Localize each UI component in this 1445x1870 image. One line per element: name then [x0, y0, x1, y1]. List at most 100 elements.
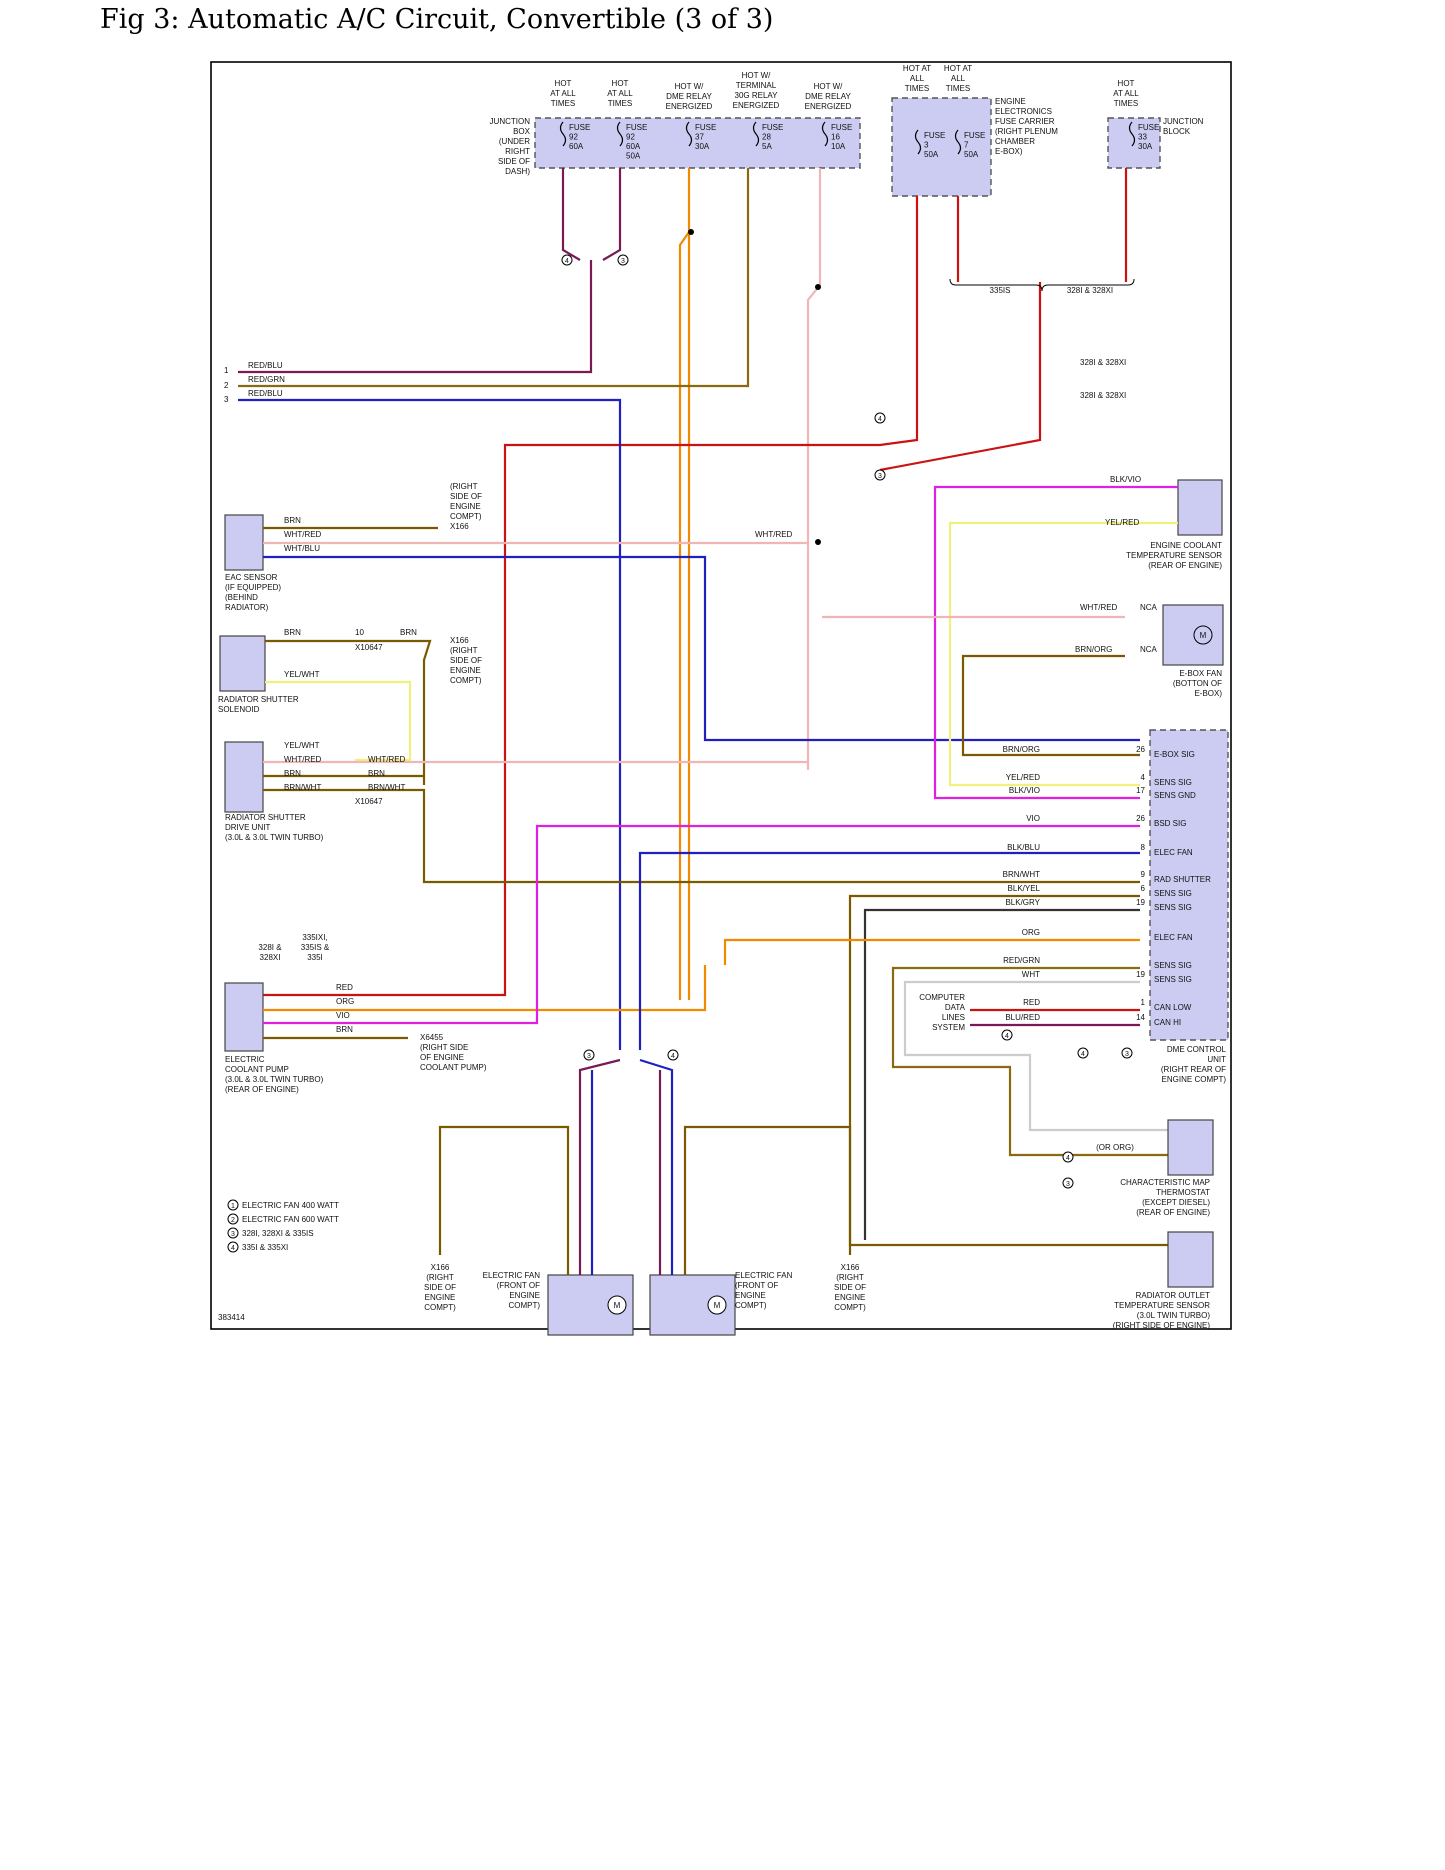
fuse-header-0-line: HOT: [555, 79, 572, 88]
wire-label: BRN: [368, 769, 385, 778]
outlet-temp-sensor-label-line: (3.0L TWIN TURBO): [1137, 1311, 1211, 1320]
x166-left-ground-label-line: SIDE OF: [424, 1283, 456, 1292]
outlet-temp-sensor-label-line: (RIGHT SIDE OF ENGINE): [1113, 1321, 1211, 1330]
x6455-label-line: X6455: [420, 1033, 444, 1042]
wire-blkgry: [863, 908, 1140, 1240]
x166-right-ground-label-line: X166: [841, 1263, 860, 1272]
fuse-header-1-line: AT ALL: [607, 89, 633, 98]
variant-328-b: 328I & 328XI: [1080, 391, 1126, 400]
legend-text: 335I & 335XI: [242, 1243, 288, 1252]
dme-pin-number: 8: [1141, 843, 1146, 852]
dme-pin-label: SENS SIG: [1154, 903, 1192, 912]
splice-dot: [688, 229, 694, 235]
dme-wire-label: RED: [1023, 998, 1040, 1007]
dme-pin-label: BSD SIG: [1154, 819, 1186, 828]
x166-right-ground-label-line: ENGINE: [835, 1293, 866, 1302]
legend-marker: [227, 1213, 239, 1225]
wire-label: RED/BLU: [248, 389, 283, 398]
wire-label: WHT/RED: [368, 755, 406, 764]
dme-wire-label: RED/GRN: [1003, 956, 1040, 965]
motor-letter: M: [614, 1301, 621, 1310]
dme-pin-label: ELEC FAN: [1154, 848, 1193, 857]
map-thermostat-label-line: THERMOSTAT: [1156, 1188, 1210, 1197]
dme-pin-label: CAN LOW: [1154, 1003, 1192, 1012]
fuse-header-5-line: ALL: [910, 74, 925, 83]
note-marker-number: 3: [231, 1231, 235, 1238]
note-marker: [617, 254, 629, 266]
note-marker-number: 4: [1066, 1155, 1070, 1162]
wire-red-x60552: [879, 282, 1042, 472]
x166-mid-label-line: ENGINE: [450, 666, 481, 675]
note-marker-number: 3: [1066, 1181, 1070, 1188]
wire-redgrn: [238, 168, 750, 388]
junction-block-label-line: JUNCTION: [1163, 117, 1204, 126]
electric-coolant-pump-box: [224, 982, 264, 1052]
legend-marker: [227, 1199, 239, 1211]
fan-left-label-line: (FRONT OF: [497, 1281, 541, 1290]
ebox-fan-motor-icon: [1193, 625, 1213, 645]
fuse-label-0-line: 92: [569, 133, 578, 142]
x166-mid-label-line: X166: [450, 636, 469, 645]
wire-fan-right-blkblu: [639, 1058, 674, 1275]
wire-eac-whtblu: [263, 555, 1140, 742]
junction-box-label-line: BOX: [513, 127, 531, 136]
wire-label: BRN: [284, 628, 301, 637]
legend-text: ELECTRIC FAN 400 WATT: [242, 1201, 339, 1210]
fuse-header-3-line: ENERGIZED: [733, 101, 780, 110]
dme-label-line: ENGINE COMPT): [1162, 1075, 1227, 1084]
fuse-header-2-line: HOT W/: [675, 82, 705, 91]
coolant-temp-sensor-label-line: ENGINE COOLANT: [1150, 541, 1222, 550]
wire-label: RED/BLU: [248, 361, 283, 370]
fuse-label-4-line: 10A: [831, 142, 846, 151]
electric-coolant-pump-label-line: (REAR OF ENGINE): [225, 1085, 299, 1094]
map-thermostat-label-line: (EXCEPT DIESEL): [1142, 1198, 1210, 1207]
wire-blkyel: [848, 894, 1178, 1247]
wire-label: WHT/RED: [284, 530, 322, 539]
dme-pin-number: 19: [1136, 970, 1145, 979]
fan-right-motor-icon: [707, 1295, 727, 1315]
wire-label: WHT/RED: [284, 755, 322, 764]
wire-dme-org: [723, 938, 1140, 965]
radiator-shutter-solenoid-label-line: RADIATOR SHUTTER: [218, 695, 299, 704]
wire-fuse92a-redblu: [561, 168, 581, 261]
pin-label: 2: [224, 381, 229, 390]
fuse-header-2-line: DME RELAY: [666, 92, 712, 101]
variant-335is: 335IS: [990, 286, 1011, 295]
wire-whtred-dashed: [806, 168, 822, 770]
note-marker: [1062, 1177, 1074, 1189]
wire-pump-vio: [263, 824, 1140, 1025]
dme-pin-number: 6: [1141, 884, 1146, 893]
computer-data-lines-label-line: SYSTEM: [932, 1023, 965, 1032]
splice-dot: [815, 539, 821, 545]
fuse-label-7-line: FUSE: [1138, 123, 1159, 132]
fuse-header-7-line: AT ALL: [1113, 89, 1139, 98]
fuse-header-5-line: TIMES: [905, 84, 929, 93]
dme-wire-label: BLK/GRY: [1005, 898, 1040, 907]
eac-sensor-label-line: (IF EQUIPPED): [225, 583, 281, 592]
x166-right-ground-label-line: (RIGHT: [836, 1273, 864, 1282]
fuse-header-5-line: HOT AT: [903, 64, 931, 73]
fuse-header-6-line: ALL: [951, 74, 966, 83]
x166-left-ground-label-line: ENGINE: [425, 1293, 456, 1302]
fuse-label-5-line: 50A: [924, 150, 939, 159]
radiator-shutter-solenoid-box: [219, 635, 266, 692]
variant-328: 328I & 328XI: [1067, 286, 1113, 295]
dme-wire-label: BRN/ORG: [1003, 745, 1040, 754]
electric-coolant-pump-label-line: COOLANT PUMP: [225, 1065, 289, 1074]
fuse-header-1-line: TIMES: [608, 99, 632, 108]
radiator-shutter-drive-label-line: (3.0L & 3.0L TWIN TURBO): [225, 833, 324, 842]
fuse-symbol-3: [752, 121, 760, 147]
dme-wire-label: BLK/YEL: [1008, 884, 1041, 893]
fuse-header-7-line: TIMES: [1114, 99, 1138, 108]
junction-box-label-line: (UNDER: [499, 137, 530, 146]
dme-pin-number: 4: [1141, 773, 1146, 782]
junction-box-label-line: DASH): [505, 167, 530, 176]
x166-right-ground-label-line: COMPT): [834, 1303, 866, 1312]
wire-coolant-blkvio: [933, 485, 1178, 800]
fuse-symbol-6: [954, 129, 962, 155]
x166-top-label-line: SIDE OF: [450, 492, 482, 501]
fuse-header-2-line: ENERGIZED: [666, 102, 713, 111]
dme-pin-number: 9: [1141, 870, 1146, 879]
computer-data-lines-label-line: LINES: [942, 1013, 965, 1022]
